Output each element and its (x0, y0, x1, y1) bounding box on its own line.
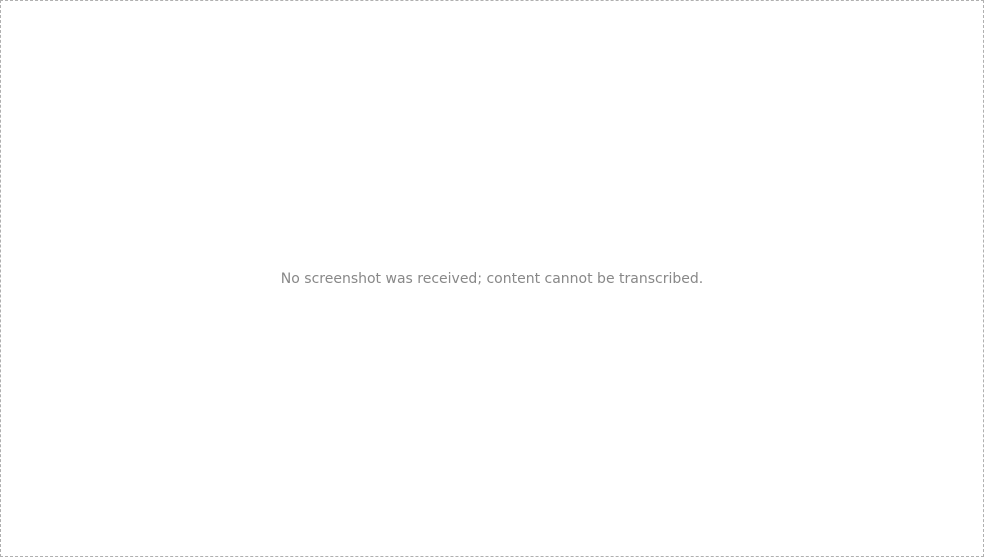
missing-screenshot-notice: No screenshot was received; content cann… (0, 0, 984, 557)
page-root: No screenshot was received; content cann… (0, 0, 984, 557)
